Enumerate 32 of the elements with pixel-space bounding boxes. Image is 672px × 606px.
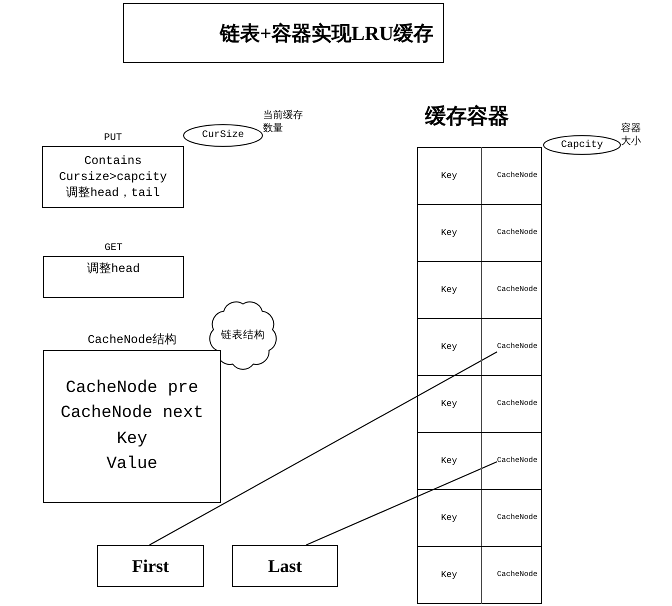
pointer-box [97,545,204,587]
box-text: Last [268,556,302,576]
ellipse-label: CurSize [202,130,244,141]
box-text: CacheNode next [60,403,204,425]
box-text: First [132,556,169,576]
title-text: 链表+容器实现LRU缓存 [220,22,434,46]
box-text: CacheNode pre [66,378,198,400]
box-text: Key [116,428,148,450]
annotation-text: 当前缓存数量 [263,109,304,135]
ellipse-label: Capcity [560,140,603,150]
cell-text: Key [441,226,458,238]
box-text: 调整head，tail [66,185,160,201]
box-heading: PUT [104,133,122,144]
box-text: Cursize>capcity [58,169,168,185]
container-heading: 缓存容器 [425,104,509,128]
annotation-text: 容器大小 [621,122,642,148]
cell-text: Key [441,170,458,182]
box-text: Contains [84,153,142,169]
cell-text: Key [441,398,458,410]
box-heading: GET [104,243,122,254]
cell-text: Key [441,340,458,352]
connector-line [306,461,498,546]
cell-text: Key [441,284,458,296]
cell-text: Key [441,454,458,466]
connector-line [149,351,498,546]
cell-text: Key [441,512,458,524]
box-heading: CacheNode结构 [88,332,176,348]
cell-text: Key [441,568,458,580]
box-text: 调整head [87,261,140,277]
cloud-label: 链表结构 [221,328,265,342]
pointer-box [232,545,338,587]
box-text: Value [106,454,158,476]
